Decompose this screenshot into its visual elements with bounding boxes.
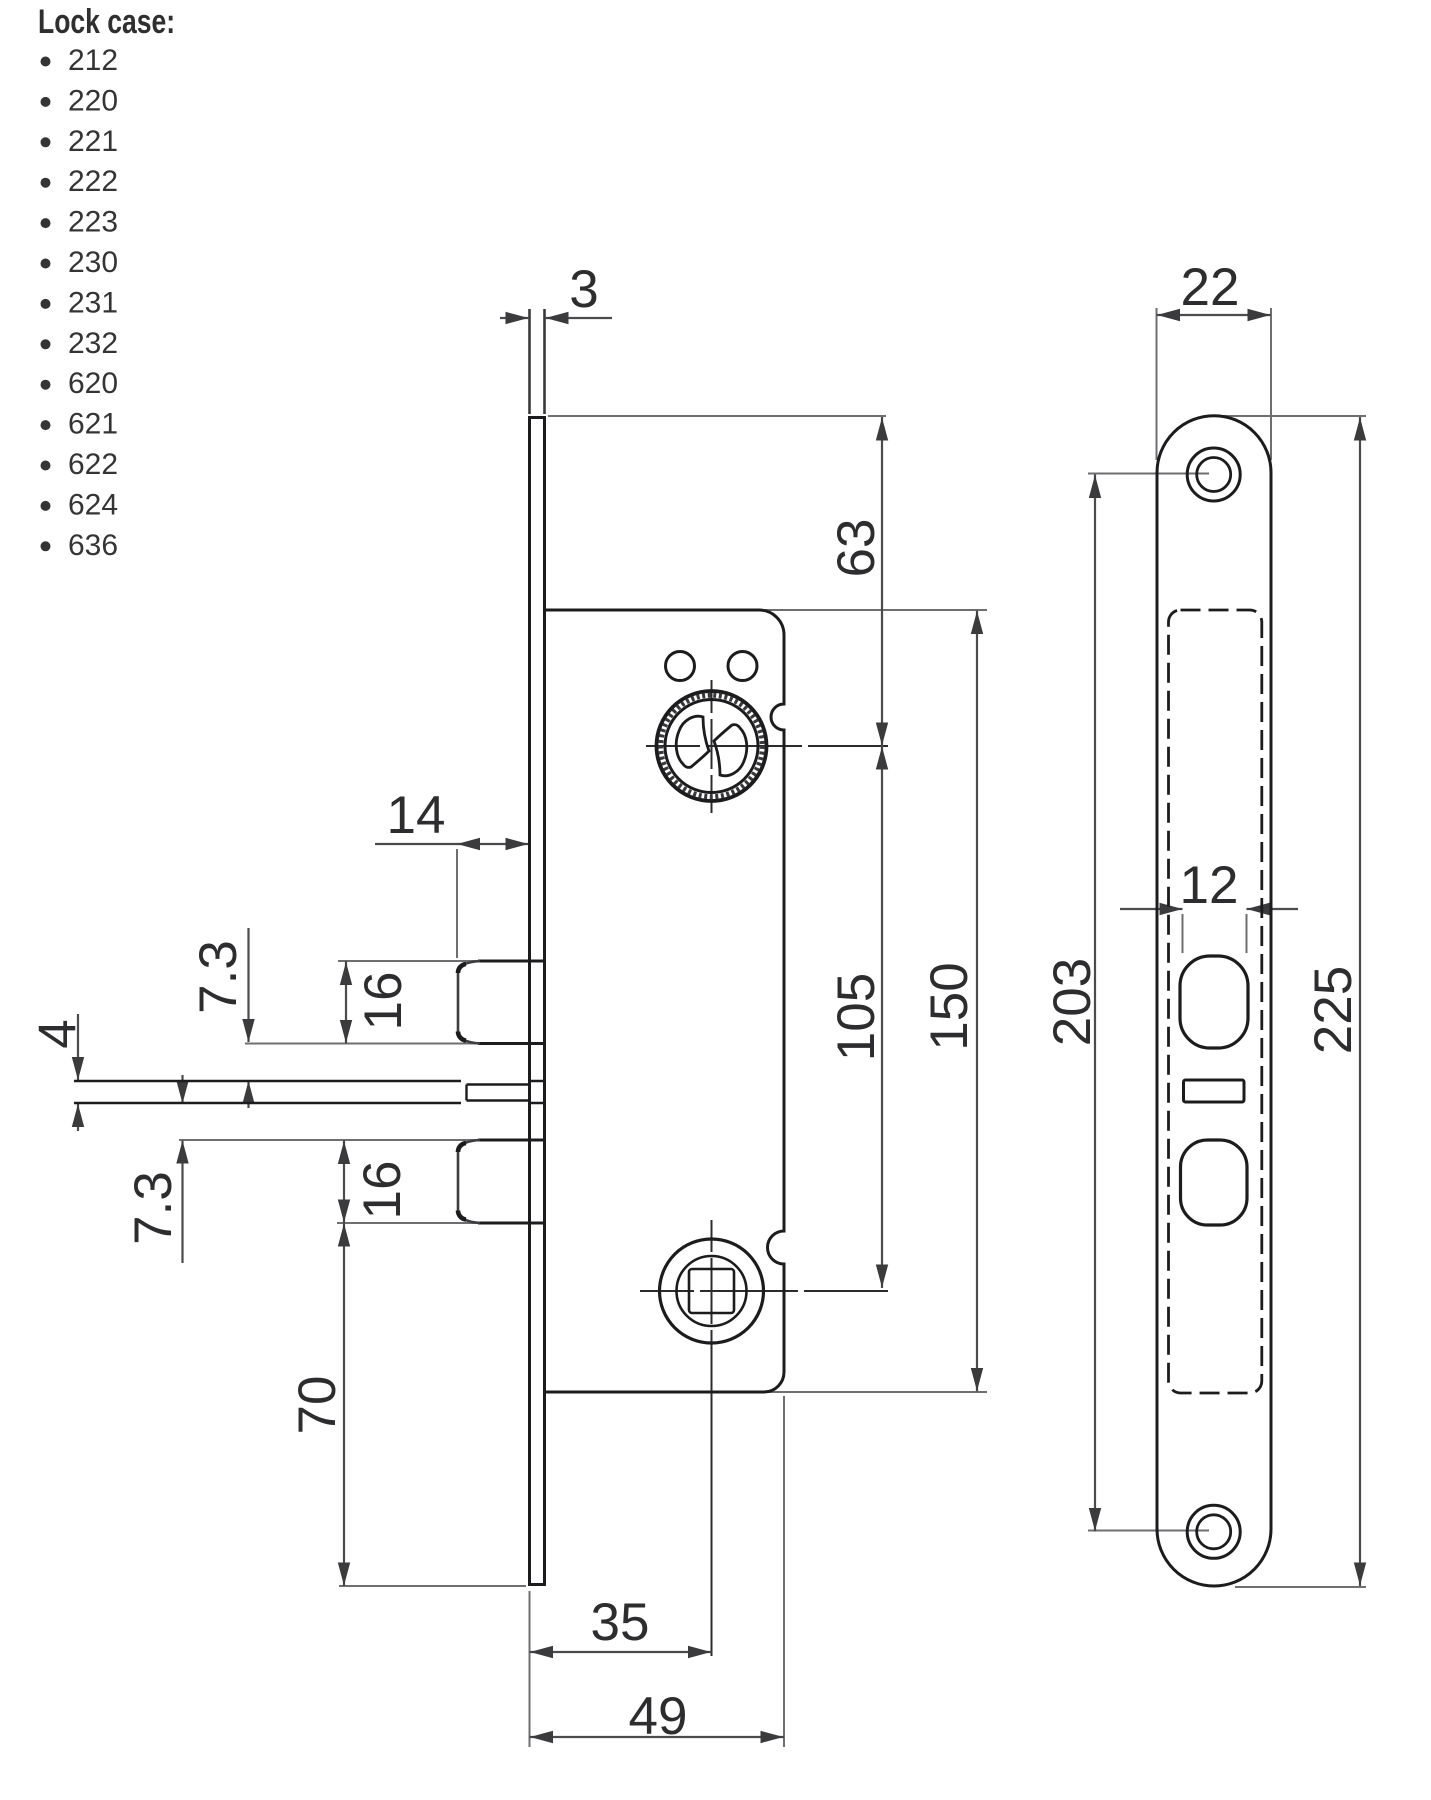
svg-text:3: 3 — [569, 260, 598, 319]
svg-text:231: 231 — [68, 286, 118, 319]
svg-text:636: 636 — [68, 529, 118, 562]
svg-text:203: 203 — [1043, 958, 1102, 1046]
svg-text:16: 16 — [354, 972, 413, 1031]
svg-text:621: 621 — [68, 408, 118, 441]
svg-text:232: 232 — [68, 327, 118, 360]
svg-text:230: 230 — [68, 246, 118, 279]
svg-text:222: 222 — [68, 165, 118, 198]
svg-text:225: 225 — [1304, 966, 1363, 1054]
svg-text:16: 16 — [353, 1161, 412, 1220]
svg-text:624: 624 — [68, 488, 118, 521]
svg-text:223: 223 — [68, 206, 118, 239]
svg-text:12: 12 — [1180, 856, 1239, 915]
svg-text:Lock case:: Lock case: — [38, 3, 175, 41]
svg-text:49: 49 — [629, 1687, 688, 1746]
svg-text:70: 70 — [288, 1376, 347, 1435]
svg-text:14: 14 — [387, 786, 446, 845]
svg-text:7.3: 7.3 — [124, 1171, 183, 1245]
svg-text:221: 221 — [68, 125, 118, 158]
svg-text:22: 22 — [1181, 258, 1240, 317]
svg-text:7.3: 7.3 — [189, 940, 248, 1014]
svg-text:220: 220 — [68, 84, 118, 117]
svg-text:622: 622 — [68, 448, 118, 481]
svg-text:4: 4 — [29, 1019, 88, 1048]
svg-text:150: 150 — [920, 962, 979, 1050]
svg-text:105: 105 — [827, 973, 886, 1061]
svg-text:212: 212 — [68, 44, 118, 77]
svg-text:620: 620 — [68, 367, 118, 400]
svg-text:63: 63 — [827, 519, 886, 578]
svg-text:35: 35 — [591, 1593, 650, 1652]
